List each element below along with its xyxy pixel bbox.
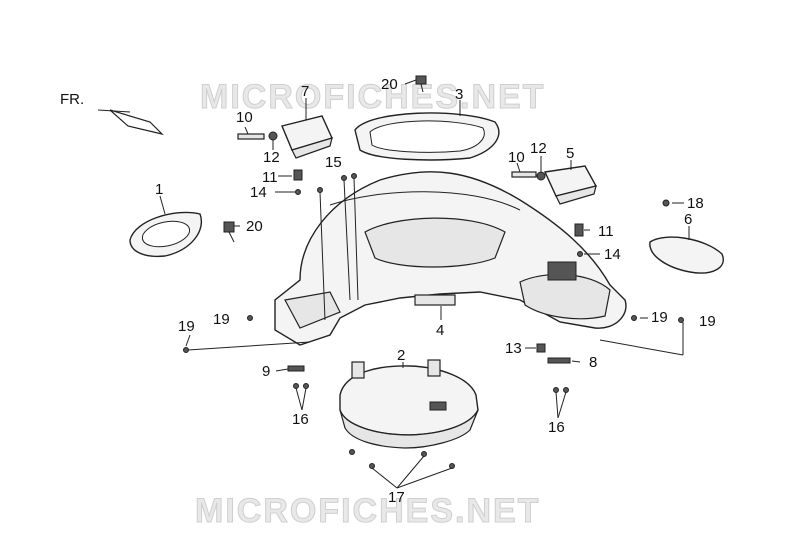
callout-19-a: 19 <box>213 311 230 328</box>
callout-16-left: 16 <box>292 411 309 428</box>
part-10-pin-left <box>237 133 265 140</box>
watermark-bottom: MICROFICHES.NET <box>195 492 540 530</box>
callout-19-b: 19 <box>178 318 195 335</box>
part-16-screws-right <box>553 387 569 393</box>
part-3-gasket <box>354 112 500 161</box>
part-19-screw-c <box>631 315 637 321</box>
part-15-screws <box>317 173 359 321</box>
callout-4: 4 <box>436 322 444 339</box>
callout-14-right: 14 <box>604 246 621 263</box>
part-6-oval-cover <box>649 236 724 274</box>
callout-6: 6 <box>684 211 692 228</box>
part-16-screws-left <box>293 383 309 389</box>
callout-5: 5 <box>566 145 574 162</box>
callout-2: 2 <box>397 347 405 364</box>
part-17-screws <box>349 449 455 469</box>
front-arrow-icon <box>97 109 164 136</box>
part-20-screw-left <box>223 221 235 243</box>
part-19-screw-a <box>247 315 253 321</box>
part-19-screw-b <box>183 347 189 353</box>
part-14-screw-right <box>577 251 583 257</box>
front-marker: FR. <box>60 91 84 108</box>
callout-7: 7 <box>301 83 309 100</box>
callout-16-right: 16 <box>548 419 565 436</box>
part-9-clip <box>287 365 305 372</box>
part-11-clip-left <box>293 169 303 181</box>
part-14-screw-left <box>295 189 301 195</box>
part-18-screw <box>662 199 670 207</box>
part-10-pin-right <box>511 171 537 178</box>
callout-15: 15 <box>325 154 342 171</box>
callout-19-d: 19 <box>699 313 716 330</box>
callout-3: 3 <box>455 86 463 103</box>
watermark-top: MICROFICHES.NET <box>200 78 545 116</box>
part-19-screw-d <box>678 317 684 323</box>
callout-20-top: 20 <box>381 76 398 93</box>
callout-11-left: 11 <box>262 169 278 186</box>
callout-19-c: 19 <box>651 309 668 326</box>
callout-12-right: 12 <box>530 140 547 157</box>
callout-17: 17 <box>388 489 405 506</box>
part-7-bracket <box>281 115 333 159</box>
part-4-front-cover <box>274 171 627 346</box>
callout-13: 13 <box>505 340 522 357</box>
part-8-clip <box>547 357 571 364</box>
part-5-bracket <box>543 165 598 205</box>
callout-10-right: 10 <box>508 149 525 166</box>
callout-11-right: 11 <box>598 223 614 240</box>
callout-18: 18 <box>687 195 704 212</box>
part-12-washer-right <box>536 171 546 181</box>
callout-1: 1 <box>155 181 163 198</box>
part-11-clip-right <box>574 223 584 237</box>
part-13-clip <box>536 343 546 353</box>
callout-8: 8 <box>589 354 597 371</box>
part-2-meter-housing <box>339 359 479 449</box>
callout-10-left: 10 <box>236 109 253 126</box>
callout-12-left: 12 <box>263 149 280 166</box>
callout-9: 9 <box>262 363 270 380</box>
part-1-trim-ring <box>129 211 202 258</box>
callout-14-left: 14 <box>250 184 267 201</box>
part-12-washer-left <box>268 131 278 141</box>
callout-20-left: 20 <box>246 218 263 235</box>
leader-lines <box>159 79 690 489</box>
